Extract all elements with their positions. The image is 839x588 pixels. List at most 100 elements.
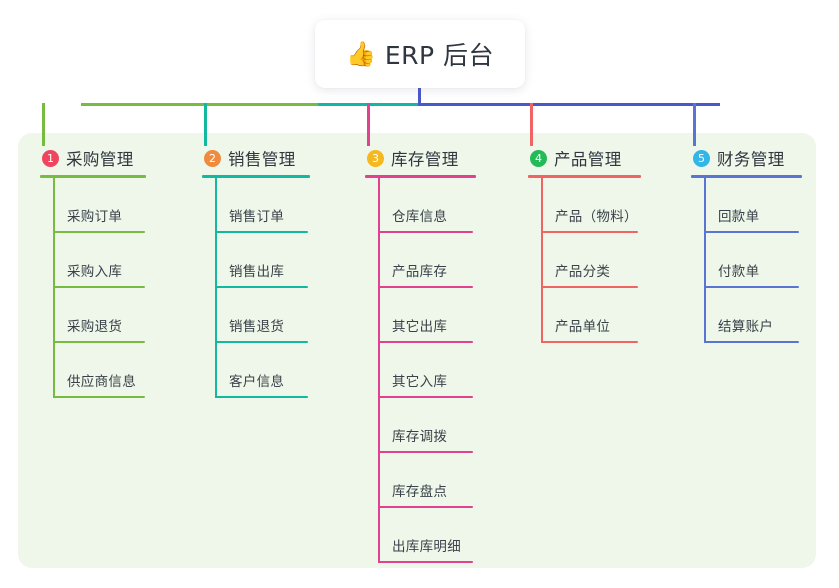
branch-item-rule [704,286,799,288]
branch-item-label: 采购订单 [67,209,123,225]
branch-header-rule [40,175,146,178]
branch-header[interactable]: 5 财务管理 [691,146,804,170]
branch-item[interactable]: 结算账户 [691,288,804,343]
branch-item-rule [378,561,473,563]
thumbs-up-icon: 👍 [345,40,376,68]
branch-item[interactable]: 出库库明细 [365,508,478,563]
branch-item-label: 结算账户 [718,319,774,335]
branch-item-rule [378,506,473,508]
branch-title: 采购管理 [66,150,134,169]
branch-item[interactable]: 产品（物料） [528,178,643,233]
branch-item-label: 出库库明细 [392,539,461,555]
branch-item-label: 仓库信息 [392,209,448,225]
branch-header-rule [202,175,310,178]
trunk-segment-right [418,103,720,106]
branch-item-rule [541,341,638,343]
branch-spine [53,178,55,398]
branch-drop-connector [693,103,696,146]
branch-drop-connector [367,103,370,146]
branch-item[interactable]: 其它入库 [365,343,478,398]
branch-item-rule [215,396,308,398]
branch-item-list: 销售订单销售出库销售退货客户信息 [202,178,312,398]
branch-number-badge: 4 [530,149,547,167]
branch-item-list: 采购订单采购入库采购退货供应商信息 [40,178,148,398]
branch-drop-connector [42,103,45,146]
branch-item-label: 付款单 [718,264,760,280]
branch-item-list: 仓库信息产品库存其它出库其它入库库存调拨库存盘点出库库明细 [365,178,478,563]
branch-number-badge: 5 [693,149,710,167]
branch-item-rule [378,451,473,453]
branch-column-财务管理: 5 财务管理回款单付款单结算账户 [691,146,804,343]
branch-title: 库存管理 [391,150,459,169]
branch-item[interactable]: 产品分类 [528,233,643,288]
branch-item[interactable]: 供应商信息 [40,343,148,398]
branch-item[interactable]: 客户信息 [202,343,312,398]
branch-item-label: 采购入库 [67,264,123,280]
branch-item[interactable]: 产品单位 [528,288,643,343]
branch-title: 财务管理 [717,150,785,169]
trunk-segment-left [81,103,318,106]
branch-title: 产品管理 [554,150,622,169]
branch-item[interactable]: 销售退货 [202,288,312,343]
branch-item-label: 库存盘点 [392,484,448,500]
branch-item[interactable]: 仓库信息 [365,178,478,233]
branch-spine [704,178,706,343]
branch-item-list: 产品（物料）产品分类产品单位 [528,178,643,343]
root-title: ERP 后台 [384,41,495,70]
root-stem-connector [418,88,421,104]
branch-item[interactable]: 销售订单 [202,178,312,233]
branch-number-badge: 3 [367,149,384,167]
branch-header[interactable]: 3 库存管理 [365,146,478,170]
branch-item-label: 供应商信息 [67,374,136,390]
branch-item[interactable]: 采购入库 [40,233,148,288]
branch-item-label: 其它出库 [392,319,448,335]
branch-item-label: 销售订单 [229,209,285,225]
root-node[interactable]: 👍 ERP 后台 [315,20,525,88]
branch-item[interactable]: 库存调拨 [365,398,478,453]
branch-item[interactable]: 回款单 [691,178,804,233]
branch-drop-connector [204,103,207,146]
branch-item-rule [541,231,638,233]
branch-item[interactable]: 采购退货 [40,288,148,343]
branch-spine [541,178,543,343]
branch-item-rule [53,396,145,398]
branch-item-label: 采购退货 [67,319,123,335]
branch-column-产品管理: 4 产品管理产品（物料）产品分类产品单位 [528,146,643,343]
branch-item-list: 回款单付款单结算账户 [691,178,804,343]
branch-item-label: 回款单 [718,209,760,225]
branch-item-rule [378,231,473,233]
branches-panel [18,133,816,568]
branch-item-label: 销售退货 [229,319,285,335]
branch-header-rule [365,175,476,178]
branch-number-badge: 2 [204,149,221,167]
branch-item[interactable]: 销售出库 [202,233,312,288]
branch-item-rule [541,286,638,288]
branch-header[interactable]: 4 产品管理 [528,146,643,170]
branch-item-rule [378,286,473,288]
branch-item-rule [378,396,473,398]
branch-item-label: 产品库存 [392,264,448,280]
branch-item-rule [704,231,799,233]
branch-item-rule [215,231,308,233]
branch-item[interactable]: 采购订单 [40,178,148,233]
branch-item[interactable]: 库存盘点 [365,453,478,508]
branch-item[interactable]: 付款单 [691,233,804,288]
branch-item-label: 销售出库 [229,264,285,280]
branch-item-rule [53,286,145,288]
branch-spine [378,178,380,563]
branch-item[interactable]: 产品库存 [365,233,478,288]
branch-item-rule [704,341,799,343]
branch-spine [215,178,217,398]
branch-drop-connector [530,103,533,146]
branch-header-rule [528,175,641,178]
branch-item-rule [53,341,145,343]
branch-header-rule [691,175,802,178]
branch-item-label: 客户信息 [229,374,285,390]
branch-item-rule [215,286,308,288]
branch-item[interactable]: 其它出库 [365,288,478,343]
